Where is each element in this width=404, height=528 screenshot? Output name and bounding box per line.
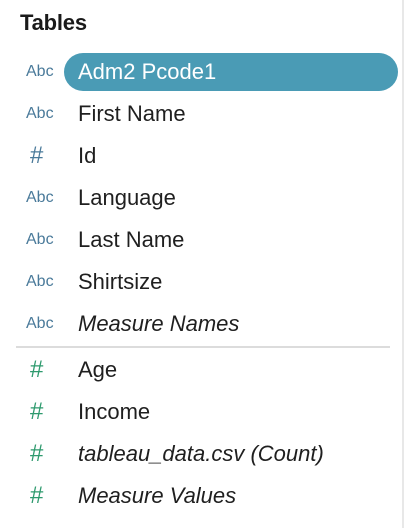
field-name: First Name — [78, 101, 186, 126]
field-shirtsize[interactable]: Abc Shirtsize — [0, 262, 404, 302]
string-type-icon: Abc — [26, 189, 54, 206]
field-record-count[interactable]: # tableau_data.csv (Count) — [0, 434, 404, 474]
number-type-icon: # — [30, 356, 44, 383]
dimensions-measures-divider — [16, 346, 390, 348]
field-name: Adm2 Pcode1 — [78, 59, 217, 84]
field-name: Language — [78, 185, 176, 210]
string-type-icon: Abc — [26, 273, 54, 290]
field-measure-values[interactable]: # Measure Values — [0, 476, 404, 516]
field-name: Shirtsize — [78, 269, 163, 294]
number-type-icon: # — [30, 142, 44, 169]
field-name: Id — [78, 143, 97, 168]
field-measure-names[interactable]: Abc Measure Names — [0, 304, 404, 344]
field-id[interactable]: # Id — [0, 136, 404, 176]
string-type-icon: Abc — [26, 231, 54, 248]
field-name: tableau_data.csv (Count) — [78, 441, 324, 466]
number-type-icon: # — [30, 440, 44, 467]
tables-header: Tables — [20, 10, 87, 35]
field-age[interactable]: # Age — [0, 350, 404, 390]
field-adm2-pcode1[interactable]: Abc Adm2 Pcode1 — [0, 52, 404, 92]
string-type-icon: Abc — [26, 105, 54, 122]
field-name: Last Name — [78, 227, 185, 252]
selection-highlight — [64, 53, 398, 91]
number-type-icon: # — [30, 398, 44, 425]
field-income[interactable]: # Income — [0, 392, 404, 432]
field-first-name[interactable]: Abc First Name — [0, 94, 404, 134]
field-name: Age — [78, 357, 118, 382]
field-name: Measure Values — [78, 483, 237, 508]
number-type-icon: # — [30, 482, 44, 509]
string-type-icon: Abc — [26, 63, 54, 80]
field-language[interactable]: Abc Language — [0, 178, 404, 218]
field-name: Income — [78, 399, 151, 424]
string-type-icon: Abc — [26, 315, 54, 332]
field-last-name[interactable]: Abc Last Name — [0, 220, 404, 260]
pane-right-border — [402, 0, 404, 528]
field-name: Measure Names — [78, 311, 240, 336]
